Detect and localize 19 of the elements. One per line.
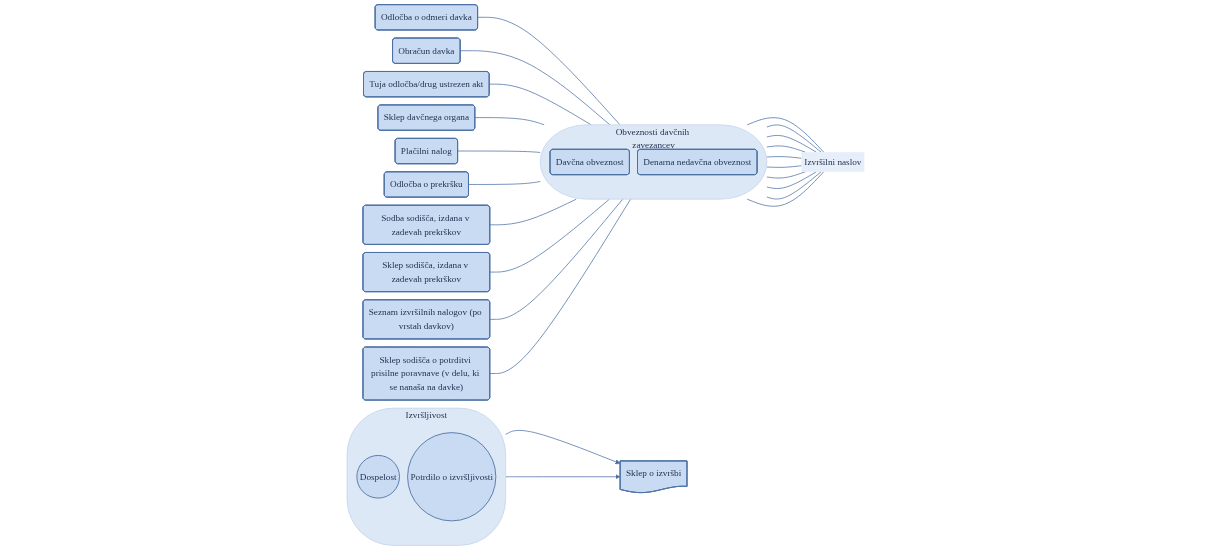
connector: [468, 181, 541, 185]
connector: [489, 198, 611, 273]
connector: [457, 150, 541, 153]
connector: [766, 171, 822, 200]
connector: [766, 145, 806, 153]
connector: [766, 124, 822, 153]
node-circle: Dospelost: [356, 455, 401, 499]
connector: [766, 171, 817, 189]
connector: [477, 16, 621, 126]
connector: [766, 135, 817, 153]
connector: [489, 83, 592, 126]
connector: [766, 156, 803, 159]
connector: [766, 171, 806, 179]
connector: [489, 198, 624, 320]
node-box: Izvršilni naslov: [801, 152, 865, 172]
connector: [460, 50, 611, 126]
connector: [766, 165, 803, 168]
node-circle: Potrdilo o izvršljivosti: [407, 432, 497, 522]
connector: [489, 198, 632, 374]
